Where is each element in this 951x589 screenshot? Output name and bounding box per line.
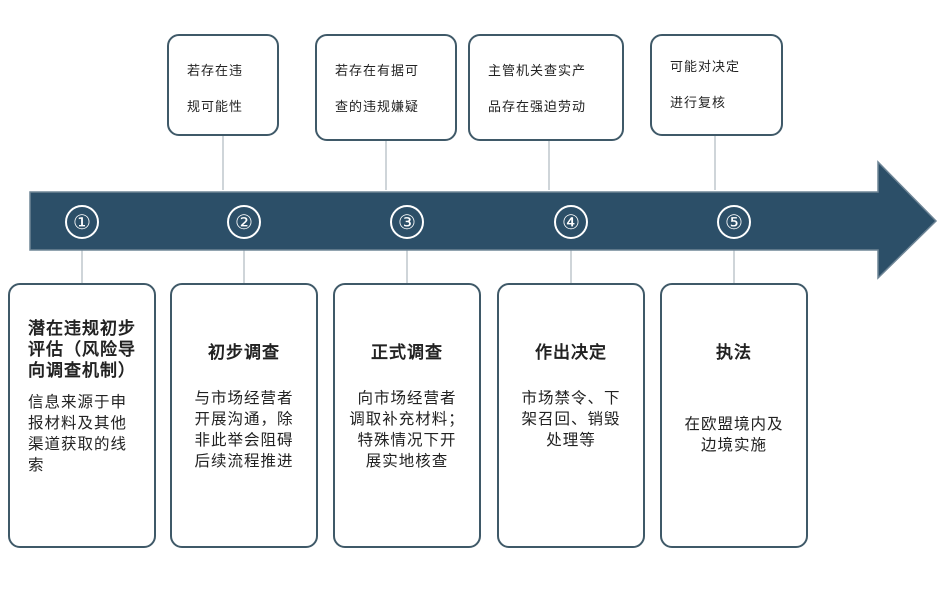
step-box-3: 正式调查 向市场经营者 调取补充材料； 特殊情况下开 展实地核查 <box>333 283 481 548</box>
top-note-3-text: 若存在有据可 查的违规嫌疑 <box>335 64 420 115</box>
step-4-title: 作出决定 <box>535 343 607 363</box>
top-note-2-text: 若存在违 规可能性 <box>187 64 244 115</box>
step-2-title: 初步调查 <box>208 343 280 363</box>
step-markers <box>65 205 751 239</box>
step-3-description: 向市场经营者 调取补充材料； 特殊情况下开 展实地核查 <box>349 389 465 470</box>
top-note-5: 可能对决定 进行复核 <box>650 34 783 136</box>
timeline-arrow <box>29 160 938 280</box>
step-numbers: ① ② ③ ④ ⑤ <box>73 210 743 234</box>
step-circle-1 <box>65 205 99 239</box>
step-box-4: 作出决定 市场禁令、下 架召回、销毁 处理等 <box>497 283 645 548</box>
step-box-5: 执法 在欧盟境内及 边境实施 <box>660 283 808 548</box>
step-3-title: 正式调查 <box>371 343 443 363</box>
top-note-3: 若存在有据可 查的违规嫌疑 <box>315 34 457 141</box>
step-5-description: 在欧盟境内及 边境实施 <box>684 415 784 454</box>
step-circle-5 <box>717 205 751 239</box>
step-number-5: ⑤ <box>725 210 743 234</box>
top-note-4: 主管机关查实产 品存在强迫劳动 <box>468 34 624 141</box>
step-number-3: ③ <box>398 210 416 234</box>
bottom-connectors <box>81 250 735 283</box>
top-note-4-text: 主管机关查实产 品存在强迫劳动 <box>488 64 587 115</box>
step-1-description: 信息来源于申 报材料及其他 渠道获取的线 索 <box>28 393 128 474</box>
top-connectors <box>222 136 716 190</box>
step-number-2: ② <box>235 210 253 234</box>
step-number-4: ④ <box>562 210 580 234</box>
step-circle-3 <box>390 205 424 239</box>
top-note-5-text: 可能对决定 进行复核 <box>670 60 741 111</box>
step-5-title: 执法 <box>716 343 752 363</box>
step-number-1: ① <box>73 210 91 234</box>
step-2-description: 与市场经营者 开展沟通，除 非此举会阻碍 后续流程推进 <box>194 389 294 470</box>
step-4-description: 市场禁令、下 架召回、销毁 处理等 <box>521 389 621 449</box>
step-1-title: 潜在违规初步 评估（风险导 向调查机制） <box>28 319 136 381</box>
step-circle-2 <box>227 205 261 239</box>
top-note-2: 若存在违 规可能性 <box>167 34 279 136</box>
step-box-1: 潜在违规初步 评估（风险导 向调查机制） 信息来源于申 报材料及其他 渠道获取的… <box>8 283 156 548</box>
step-box-2: 初步调查 与市场经营者 开展沟通，除 非此举会阻碍 后续流程推进 <box>170 283 318 548</box>
step-circle-4 <box>554 205 588 239</box>
